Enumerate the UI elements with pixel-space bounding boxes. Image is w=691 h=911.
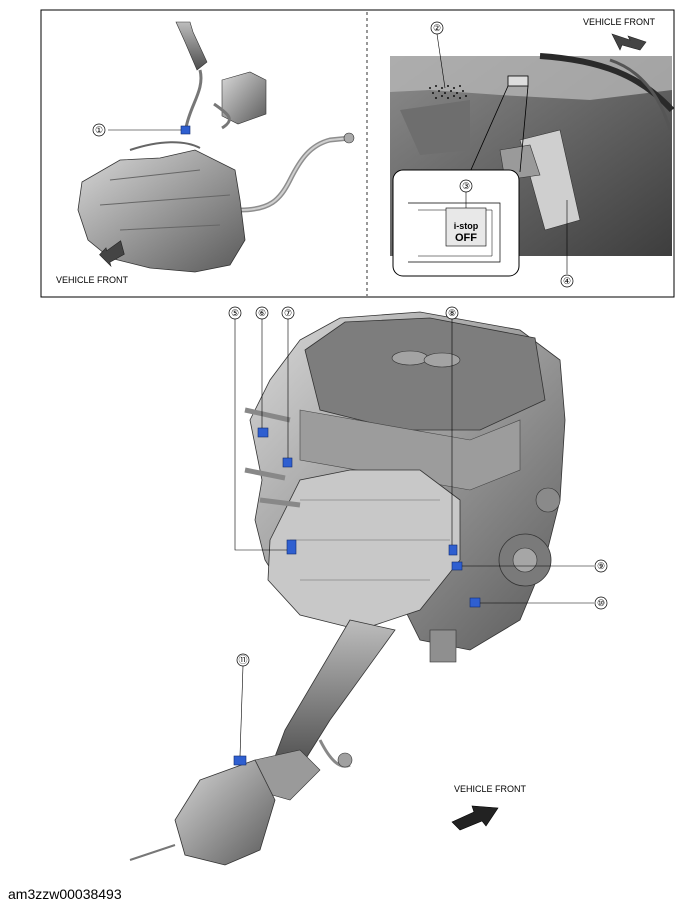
engine-assembly [129, 311, 566, 866]
callout-10: ⑩ [597, 598, 605, 608]
vehicle-front-arrow-left [99, 240, 125, 268]
fuel-tank-assembly [77, 21, 355, 273]
callout-7: ⑦ [284, 308, 292, 318]
component-11-highlight [233, 755, 247, 766]
component-6-highlight [257, 427, 269, 438]
vehicle-front-label-engine: VEHICLE FRONT [454, 784, 527, 794]
switch-text-off: OFF [455, 232, 477, 244]
callout-11: ⑪ [238, 655, 247, 665]
vehicle-front-arrow-engine [451, 805, 499, 831]
callout-5: ⑤ [231, 308, 239, 318]
callout-8: ⑧ [448, 308, 456, 318]
component-5-highlight [286, 539, 297, 555]
component-10-highlight [469, 597, 481, 608]
callout-9: ⑨ [597, 561, 605, 571]
vehicle-front-arrow-right [611, 33, 647, 51]
callout-3: ③ [462, 181, 470, 191]
callout-6: ⑥ [258, 308, 266, 318]
top-panel-frame [40, 9, 675, 298]
component-7-highlight [282, 457, 293, 468]
istop-off-switch [445, 207, 487, 247]
component-1-highlight [180, 125, 191, 135]
switch-text-istop: i-stop [454, 221, 479, 231]
callout-4: ④ [563, 276, 571, 286]
figure-id-caption: am3zzw00038493 [8, 886, 122, 902]
component-9-highlight [451, 561, 463, 571]
callout-2: ② [433, 23, 441, 33]
callout-1: ① [95, 125, 103, 135]
vehicle-front-label-right: VEHICLE FRONT [583, 17, 656, 27]
component-8-highlight [448, 544, 458, 556]
vehicle-front-label-left: VEHICLE FRONT [56, 275, 129, 285]
